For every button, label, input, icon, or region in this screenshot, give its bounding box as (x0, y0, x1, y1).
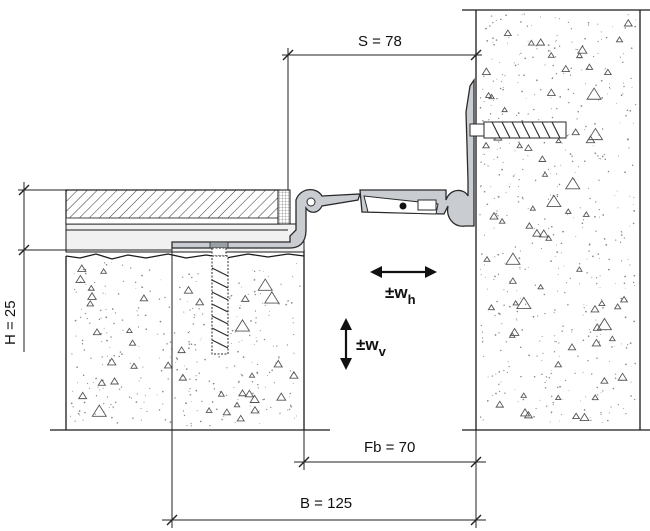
dimension-s-label: S = 78 (358, 33, 402, 50)
dimension-h (18, 182, 172, 352)
left-anchor-screw (211, 247, 229, 355)
left-concrete-slab (50, 250, 330, 431)
right-concrete-wall (462, 9, 650, 431)
dimension-h-label: H = 25 (2, 300, 19, 345)
dimension-b-label: B = 125 (300, 495, 352, 512)
vertical-movement-label: ±wv (356, 335, 387, 359)
dimension-b (162, 248, 486, 528)
horizontal-movement-arrow (370, 266, 437, 278)
dimension-s (282, 48, 482, 190)
right-profile (359, 77, 475, 227)
dimension-fb (294, 430, 486, 470)
right-anchor-screw (469, 121, 567, 139)
floor-covering (65, 189, 291, 225)
horizontal-movement-label: ±wh (385, 283, 416, 307)
concrete-aggregate-right (479, 13, 637, 423)
dimension-fb-label: Fb = 70 (364, 439, 415, 456)
concrete-aggregate-left (69, 261, 301, 427)
vertical-movement-arrow (340, 318, 352, 370)
